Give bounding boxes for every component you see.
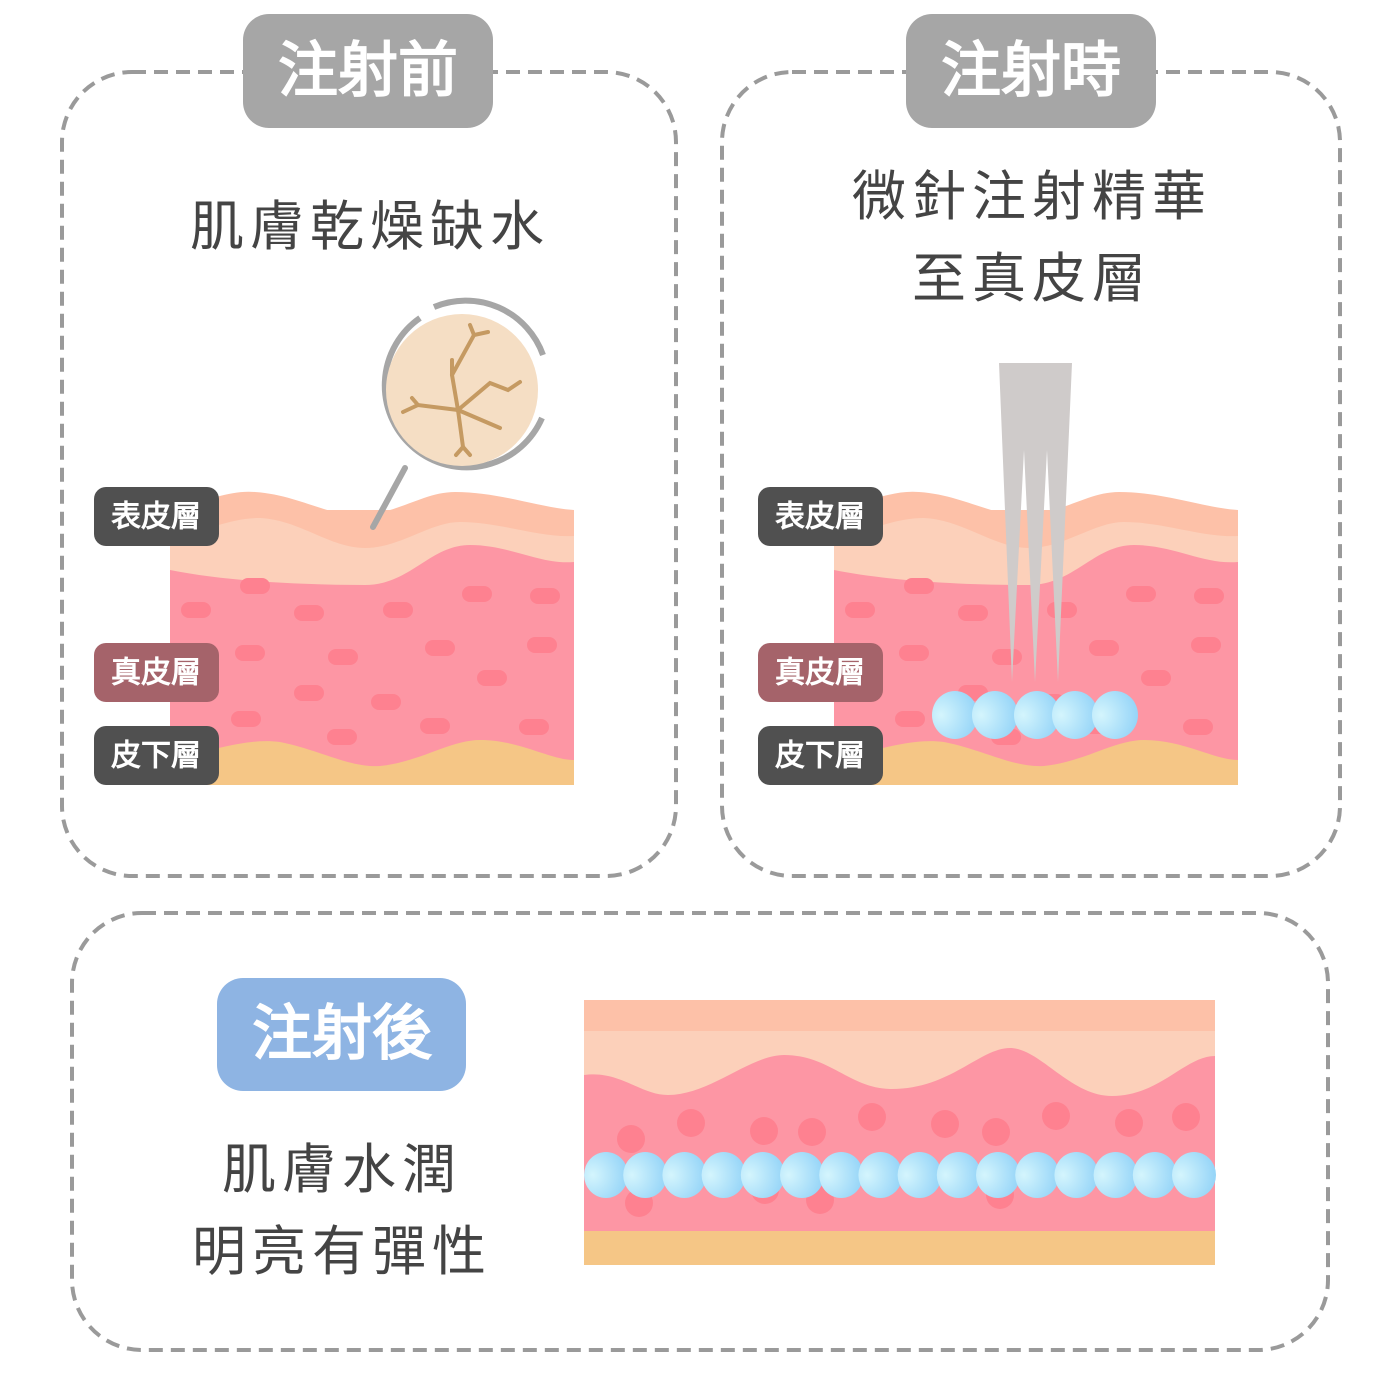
tag-after-label: 注射後 (252, 999, 433, 1069)
serum-sphere (662, 1152, 707, 1198)
label-subcutaneous (94, 726, 219, 785)
skin-crack-icon (401, 323, 522, 457)
label-epidermis (94, 487, 219, 546)
label-epidermis (758, 487, 883, 546)
caption-after-line1: 肌膚水潤 (222, 1138, 462, 1201)
serum-sphere (1172, 1152, 1216, 1198)
label-dermis (94, 643, 219, 702)
label-subcutaneous-text: 皮下層 (775, 739, 865, 774)
skin-cross-section (170, 491, 574, 785)
serum-sphere (819, 1152, 864, 1198)
panel-after: 注射後 肌膚水潤 明亮有彈性 (70, 911, 1330, 1352)
caption-after-line2: 明亮有彈性 (192, 1220, 492, 1283)
serum-sphere (1132, 1152, 1177, 1198)
tag-before (243, 14, 493, 128)
serum-spheres (584, 1152, 1216, 1198)
serum-spheres (932, 691, 1138, 739)
panel-frame (60, 70, 678, 878)
serum-sphere (936, 1152, 981, 1198)
serum-sphere (976, 1152, 1020, 1198)
caption-before: 肌膚乾燥缺水 (190, 195, 550, 258)
microneedle-icon (999, 363, 1072, 682)
panel-during: 注射時 微針注射精華 至真皮層 表皮層 真皮層 皮下層 (720, 14, 1342, 878)
label-subcutaneous-text: 皮下層 (111, 739, 201, 774)
serum-sphere (740, 1152, 785, 1198)
caption-during-line2: 至真皮層 (912, 247, 1152, 310)
label-epidermis-text: 表皮層 (111, 500, 201, 535)
tag-before-label: 注射前 (278, 36, 458, 106)
panel-before: 注射前 肌膚乾燥缺水 表皮層 真皮層 皮下層 (60, 14, 678, 878)
label-dermis-text: 真皮層 (111, 656, 201, 691)
label-dermis-text: 真皮層 (775, 656, 865, 691)
serum-sphere (584, 1152, 628, 1198)
serum-sphere (623, 1152, 668, 1198)
serum-sphere (897, 1152, 942, 1198)
tag-during-label: 注射時 (941, 36, 1121, 106)
serum-sphere (780, 1152, 824, 1198)
label-subcutaneous (758, 726, 883, 785)
serum-sphere (701, 1152, 746, 1198)
label-epidermis-text: 表皮層 (775, 500, 865, 535)
serum-sphere (858, 1152, 903, 1198)
tag-during (906, 14, 1156, 128)
panel-frame (70, 911, 1330, 1352)
serum-sphere (1093, 1152, 1138, 1198)
skin-cross-section-hydrated (584, 1000, 1216, 1265)
serum-sphere (1015, 1152, 1060, 1198)
tag-after (217, 978, 466, 1091)
label-dermis (758, 643, 883, 702)
serum-sphere (1054, 1152, 1099, 1198)
caption-during-line1: 微針注射精華 (852, 165, 1212, 228)
magnifier-icon (370, 297, 548, 530)
